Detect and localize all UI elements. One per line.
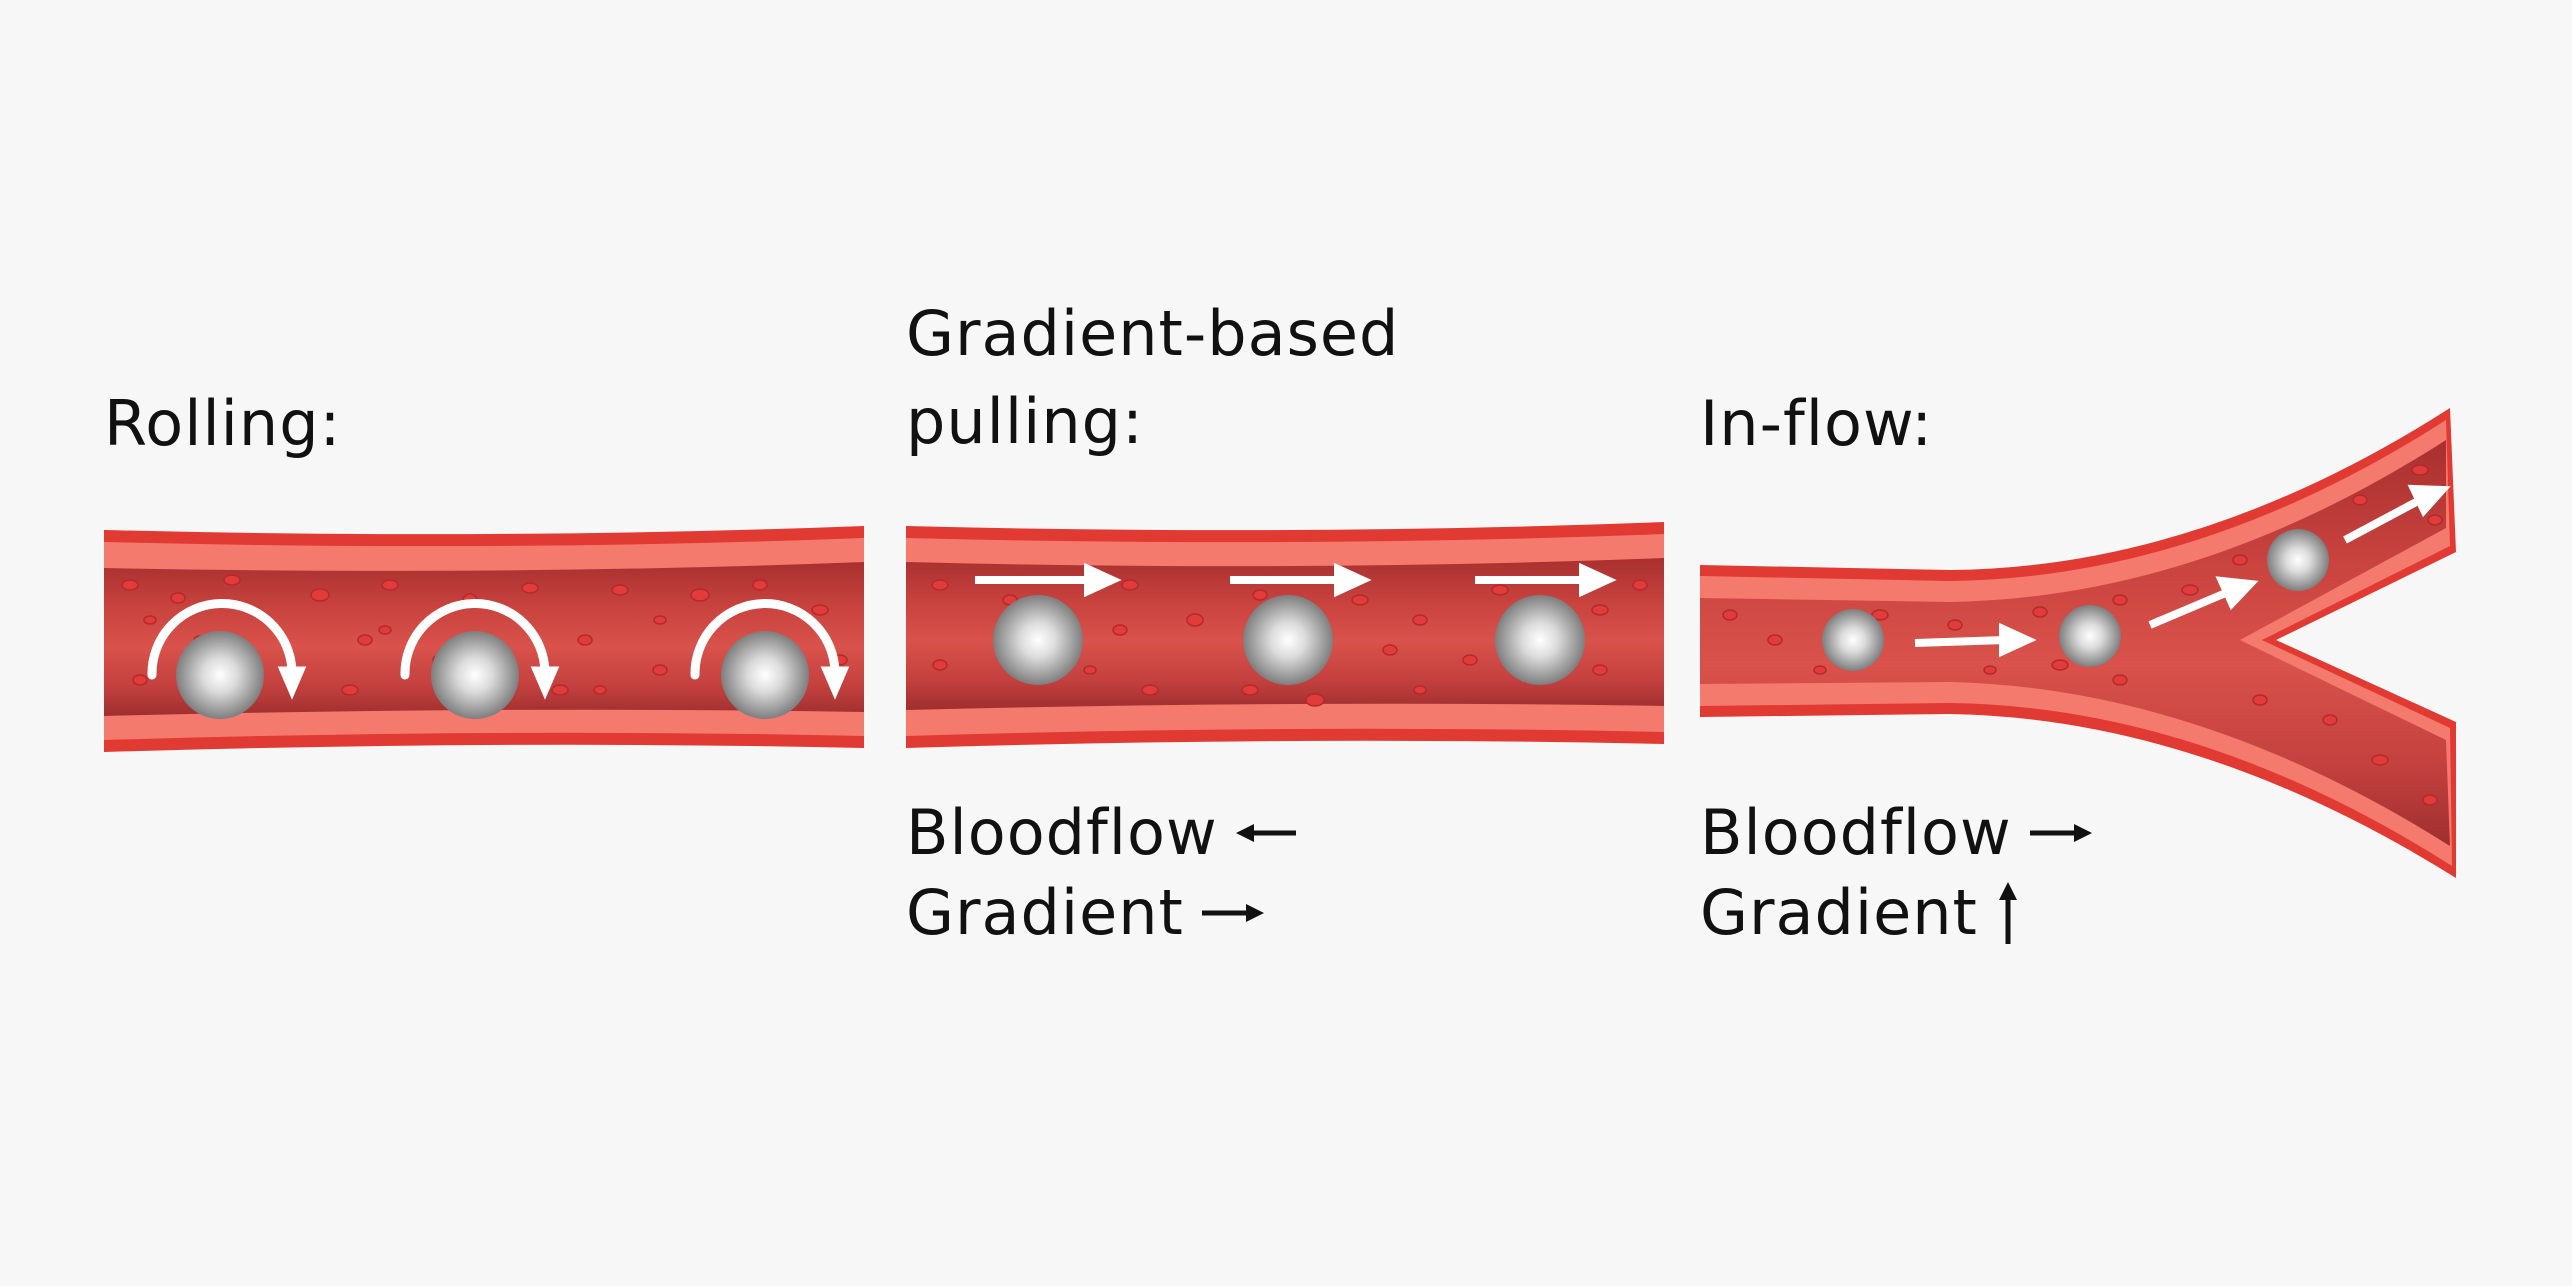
- pulling-particles: [993, 595, 1585, 685]
- inflow-motion-arrows: [1914, 484, 2451, 658]
- inflow-bloodflow-label: Bloodflow: [1700, 796, 2012, 869]
- left-arrow-icon: [1235, 824, 1296, 842]
- diagonal-arrow-icon: [2343, 496, 2422, 544]
- inflow-gradient-legend: Gradient: [1700, 873, 2020, 953]
- inflow-particle: [2267, 529, 2329, 591]
- up-arrow-icon: [1998, 882, 2017, 944]
- curved-arrow-icon: [690, 599, 840, 680]
- rolling-particle: [431, 631, 519, 719]
- pulling-gradient-label: Gradient: [906, 876, 1184, 949]
- pulling-title-line2: pulling:: [906, 385, 1144, 458]
- pulling-motion-arrows: [975, 562, 1617, 598]
- right-arrow-icon: [1201, 904, 1264, 922]
- pulling-bloodflow-label: Bloodflow: [906, 796, 1218, 869]
- rolling-particle: [176, 631, 264, 719]
- pulling-title: Gradient-based pulling:: [906, 290, 1399, 466]
- rolling-particle: [721, 631, 809, 719]
- curved-arrow-icon: [400, 599, 550, 680]
- inflow-particles: [1822, 529, 2329, 671]
- right-arrow-icon: [2029, 824, 2092, 842]
- pulling-particle: [1243, 595, 1333, 685]
- rolling-vessel: [104, 526, 864, 752]
- pulling-title-line1: Gradient-based: [906, 297, 1400, 370]
- inflow-bloodflow-legend: Bloodflow: [1700, 793, 2092, 873]
- inflow-title: In-flow:: [1700, 387, 1934, 460]
- curved-arrow-icon: [147, 599, 297, 680]
- rolling-title: Rolling:: [104, 387, 342, 460]
- pulling-particle: [1495, 595, 1585, 685]
- pulling-bloodflow-legend: Bloodflow: [906, 793, 1298, 873]
- pulling-particle: [993, 595, 1083, 685]
- right-arrow-icon: [1914, 636, 2006, 647]
- pulling-vessel: [906, 522, 1664, 748]
- inflow-gradient-label: Gradient: [1700, 876, 1978, 949]
- pulling-blood-cells: [931, 579, 1648, 707]
- rolling-motion-arrows: [147, 599, 850, 700]
- diagonal-arrow-icon: [2148, 588, 2230, 629]
- rolling-particles: [176, 631, 809, 719]
- inflow-vessel: [1700, 408, 2456, 878]
- pulling-gradient-legend: Gradient: [906, 873, 1264, 953]
- inflow-particle: [2059, 605, 2121, 667]
- inflow-particle: [1822, 609, 1884, 671]
